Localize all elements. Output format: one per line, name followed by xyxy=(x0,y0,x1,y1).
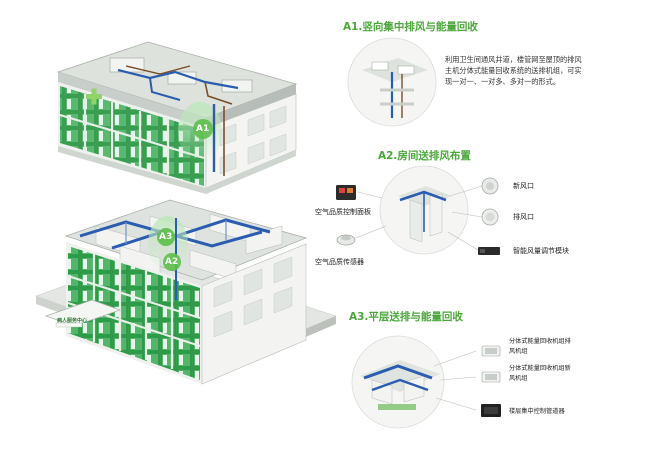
callout-a2-badge[interactable] xyxy=(163,253,181,271)
callout-a3-badge[interactable] xyxy=(157,228,175,246)
control-panel-label: 空气品质控制面板 xyxy=(315,208,371,216)
callout-a3-label: A3 xyxy=(159,232,173,242)
floor-controller-icon xyxy=(481,404,501,417)
control-panel-icon xyxy=(336,185,356,200)
fresh-unit-label: 分体式能量回收机组新风机组 xyxy=(509,365,571,382)
callout-a1-label: A1 xyxy=(196,124,210,134)
new-air-label: 新风口 xyxy=(513,182,534,190)
floor-control-label: 楼层集中控制管道器 xyxy=(509,408,565,415)
sensor-label: 空气品质传感器 xyxy=(315,258,364,266)
a1-title: A1.竖向集中排风与能量回收 xyxy=(343,21,478,33)
exhaust-vent-icon xyxy=(481,208,499,226)
a1-description: 利用卫生间通风井道，楼管网至屋顶的排风主机分体式能量回收系统的送排机组，可实现一… xyxy=(445,55,582,86)
a3-detail-circle xyxy=(351,335,445,429)
exhaust-unit-icon xyxy=(481,345,501,357)
a2-title: A2.房间送排风布置 xyxy=(378,150,471,162)
air-quality-sensor-icon xyxy=(336,234,356,246)
a2-detail-circle xyxy=(379,165,469,255)
callout-a2-label: A2 xyxy=(165,257,179,267)
smart-airflow-module-icon xyxy=(478,247,500,255)
hospital-cross-icon xyxy=(86,88,102,105)
exhaust-unit-label: 分体式能量回收机组排风机组 xyxy=(509,338,571,355)
upper-building xyxy=(56,41,298,194)
fresh-air-unit-icon xyxy=(481,371,501,383)
a3-title: A3.平层送排与能量回收 xyxy=(349,311,463,323)
new-air-vent-icon xyxy=(481,177,499,195)
entrance-sign: 病人服务中心 xyxy=(57,318,88,324)
exhaust-label: 排风口 xyxy=(513,213,534,221)
smart-module-label: 智能风量调节模块 xyxy=(513,247,569,255)
lower-building xyxy=(35,199,337,385)
a1-detail-circle xyxy=(347,37,437,127)
callout-a1-badge[interactable] xyxy=(193,119,213,139)
